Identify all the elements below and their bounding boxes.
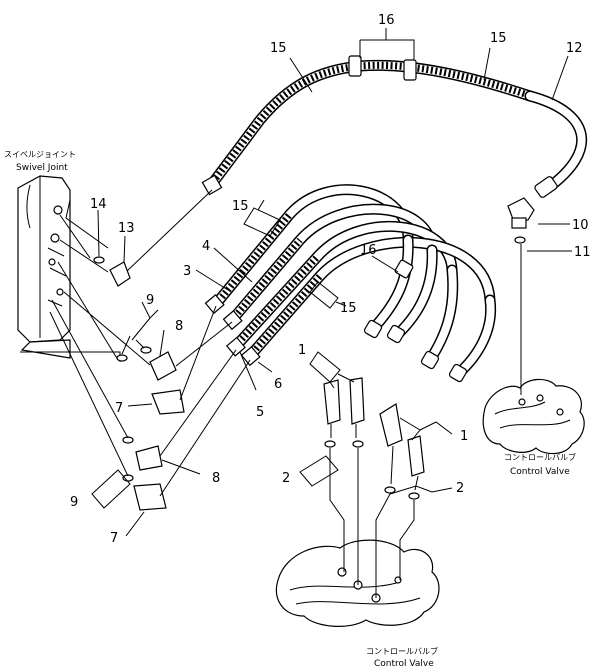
control-valve-bottom-caption-en: Control Valve	[374, 659, 434, 667]
callout-13: 13	[118, 221, 135, 236]
callout-15: 15	[232, 199, 249, 214]
swivel-joint-caption-en: Swivel Joint	[16, 163, 68, 173]
o-ring-2	[352, 440, 364, 448]
elbow-1-set	[323, 377, 425, 477]
hoses-mid	[210, 184, 496, 362]
callout-3: 3	[183, 264, 191, 279]
o-ring-2	[408, 492, 420, 500]
callout-16: 16	[378, 13, 395, 28]
callout-5: 5	[256, 405, 264, 420]
callout-8: 8	[212, 471, 220, 486]
elbow-13	[109, 261, 131, 287]
hose-end-fitting	[240, 346, 261, 367]
callout-16: 16	[360, 243, 377, 258]
callout-8: 8	[175, 319, 183, 334]
control-valve-right-caption-en: Control Valve	[510, 467, 570, 477]
callout-6: 6	[274, 377, 282, 392]
hose-end-fitting	[225, 336, 246, 357]
control-valve-bottom-caption-jp: コントロールバルブ	[366, 646, 438, 656]
callout-2: 2	[456, 481, 464, 496]
callout-15: 15	[270, 41, 287, 56]
callout-11: 11	[574, 245, 591, 260]
hose-fitting	[394, 259, 414, 279]
callout-9: 9	[70, 495, 78, 510]
elbow-7	[133, 483, 167, 511]
control-valve-right	[482, 378, 585, 455]
hose-end-fitting	[201, 174, 223, 196]
elbow-7	[151, 389, 185, 415]
callout-4: 4	[202, 239, 210, 254]
elbow-10	[507, 197, 535, 229]
hose-end-fitting	[204, 294, 225, 315]
clamp-16-top	[348, 55, 417, 81]
hose-end-fitting	[420, 350, 440, 370]
control-valve-right-caption-jp: コントロールバルブ	[504, 452, 576, 462]
callout-12: 12	[566, 41, 583, 56]
o-ring-9	[140, 346, 152, 354]
o-ring-2	[324, 440, 336, 448]
callout-1: 1	[298, 343, 306, 358]
callout-2: 2	[282, 471, 290, 486]
o-ring-9	[116, 354, 128, 362]
hose-end-fitting	[363, 319, 383, 339]
swivel-joint-caption-jp: スイベルジョイント	[4, 150, 76, 159]
o-ring-11	[514, 236, 526, 244]
hose-end-fitting	[448, 363, 468, 383]
callout-7: 7	[115, 401, 123, 416]
elbow-8	[149, 351, 177, 381]
callout-10: 10	[572, 218, 589, 233]
callout-15: 15	[490, 31, 507, 46]
callout-1: 1	[460, 429, 468, 444]
hose-end-fitting	[386, 324, 406, 344]
hose-12	[524, 90, 588, 194]
o-ring-2	[384, 486, 396, 494]
callout-9: 9	[146, 293, 154, 308]
elbow-8	[135, 445, 163, 471]
callout-7: 7	[110, 531, 118, 546]
hose-end-fitting	[534, 176, 558, 198]
callout-15: 15	[340, 301, 357, 316]
callout-14: 14	[90, 197, 107, 212]
hose-15-top	[206, 59, 536, 190]
o-ring-14	[93, 256, 105, 264]
